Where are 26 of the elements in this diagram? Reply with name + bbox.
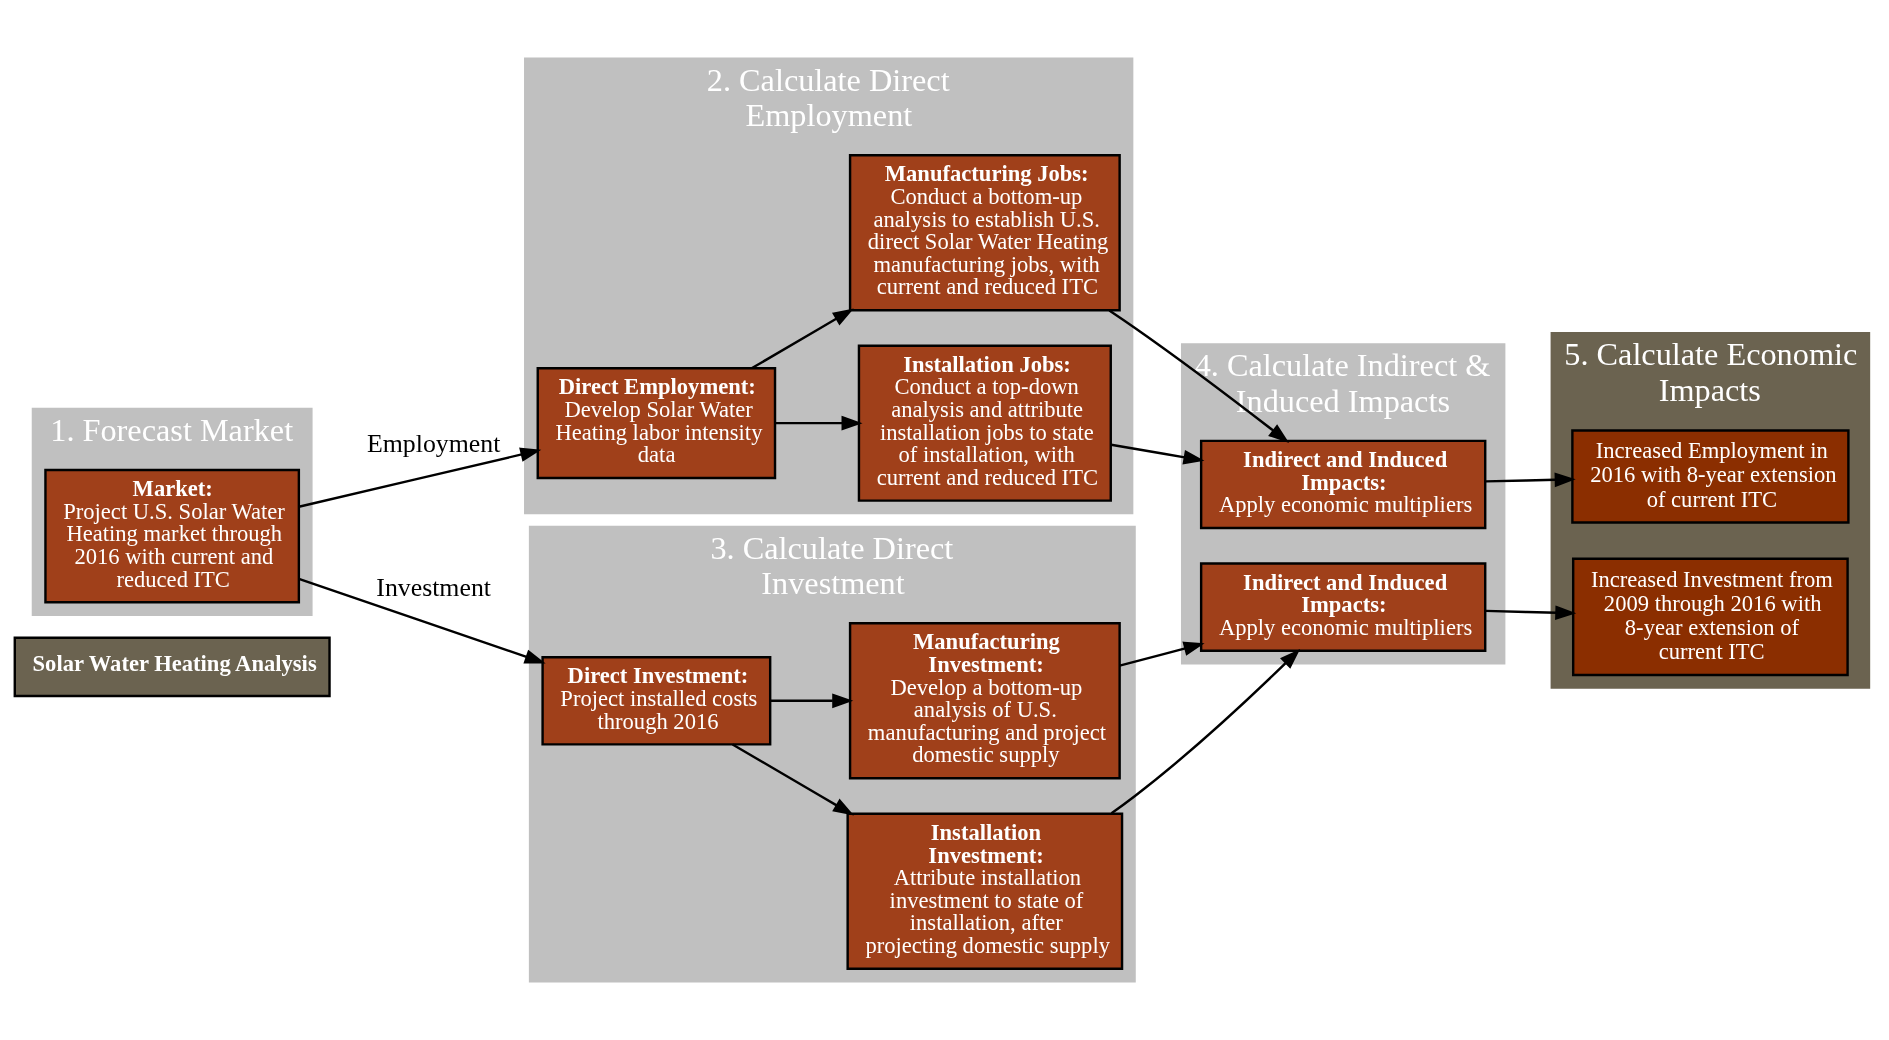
node-box: Market: Project U.S. Solar Water Heating market through 2016 with current and reduced ITC: [44, 468, 301, 604]
arrow: [1485, 472, 1576, 488]
arrow: [1110, 648, 1301, 815]
arrow: [732, 743, 855, 816]
node-box: Direct Investment: Project installed costs through 2016: [541, 656, 772, 746]
arrow: [770, 693, 854, 709]
node-box: Solar Water Heating Analysis: [13, 636, 331, 698]
arrow: [1108, 309, 1290, 443]
node-box: Manufacturing Jobs: Conduct a bottom-up analysis to establish U.S. direct Solar Water Heating manufacturing jobs, with current and reduced ITC: [848, 154, 1121, 312]
arrow: [1485, 605, 1577, 621]
node-box: Direct Employment: Develop Solar Water Heating labor intensity data: [536, 367, 777, 480]
arrow: [298, 447, 542, 508]
edge-label: Employment: [366, 428, 501, 458]
arrow: [775, 415, 863, 431]
node-box: Increased Employment in 2016 with 8-year extension of current ITC: [1571, 429, 1850, 524]
arrow: [1119, 641, 1205, 667]
node-box: Increased Investment from 2009 through 2016 with 8-year extension of current ITC: [1572, 557, 1849, 677]
node-box: Indirect and Induced Impacts: Apply economic multipliers: [1199, 439, 1487, 530]
arrow: [298, 577, 546, 664]
arrow: [751, 308, 854, 370]
arrow: [1110, 443, 1205, 465]
node-box: Installation Jobs: Conduct a top-down analysis and attribute installation jobs to state of installation, with current and reduced ITC: [857, 344, 1112, 502]
node-box: Manufacturing Investment: Develop a bottom-up analysis of U.S. manufacturing and project domestic supply: [848, 622, 1121, 780]
node-box: Installation Investment: Attribute installation investment to state of installation, after projecting domestic supply: [846, 812, 1124, 970]
node-box: Indirect and Induced Impacts: Apply economic multipliers: [1199, 562, 1487, 652]
edge-label: Investment: [376, 572, 491, 602]
